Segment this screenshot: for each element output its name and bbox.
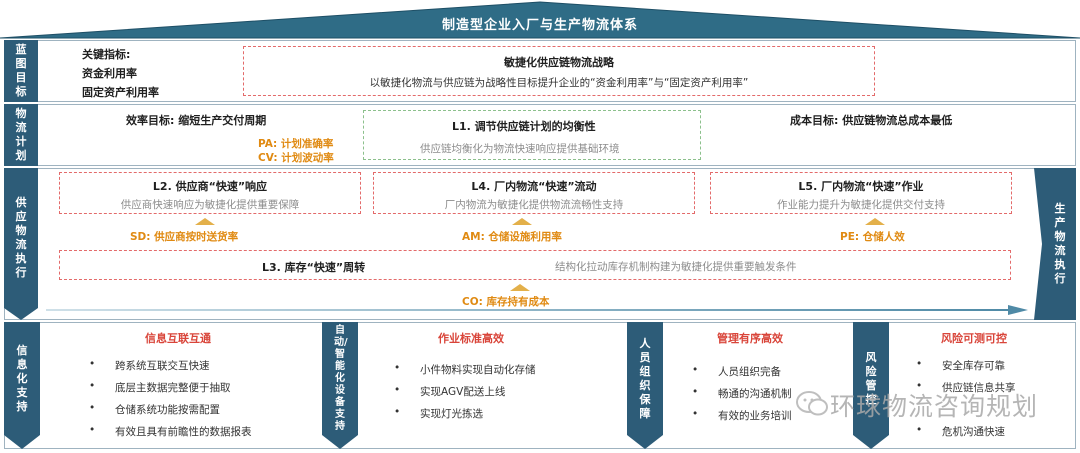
strategy-desc: 以敏捷化物流与供应链为战略性目标提升企业的“资金利用率”与“固定资产利用率” — [369, 77, 749, 89]
l4-title: L4. 厂内物流“快速”流动 — [471, 180, 597, 193]
l5-title: L5. 厂内物流“快速”作业 — [798, 180, 924, 193]
risk-item-1: 安全库存可靠 — [916, 358, 1005, 373]
risk-item-2: 供应链信息共享 — [916, 380, 1015, 395]
sd-metric: SD: 供应商按时送货率 — [130, 231, 239, 243]
l4-box — [373, 172, 695, 214]
tag-people-support: 人员组织保障 — [639, 336, 651, 420]
tag-info-support: 信息化支持 — [16, 343, 28, 413]
sd-arrow-icon — [195, 218, 215, 225]
pe-arrow-icon — [865, 218, 885, 225]
mgmt-item-3: 有效的业务培训 — [692, 408, 791, 423]
pa-metric: PA: 计划准确率 — [258, 138, 334, 150]
l4-desc: 厂内物流为敏捷化提供物流流畅性支持 — [444, 199, 624, 211]
kpi-item-2: 固定资产利用率 — [82, 86, 159, 99]
tag-risk-shape — [853, 322, 889, 449]
info-item-3: 仓储系统功能按需配置 — [89, 402, 220, 417]
l1-desc: 供应链均衡化为物流快速响应提供基础环境 — [420, 143, 620, 155]
co-arrow-icon — [510, 284, 530, 291]
l3-box — [59, 250, 1011, 280]
std-title: 作业标准高效 — [438, 332, 504, 345]
wechat-logo-icon — [796, 391, 828, 416]
l5-box — [710, 172, 1012, 214]
tag-people-shape — [627, 322, 663, 449]
kpi-title: 关键指标: — [82, 48, 131, 61]
am-arrow-icon — [512, 218, 532, 225]
cost-goal: 成本目标: 供应链物流总成本最低 — [790, 114, 953, 127]
mgmt-title: 管理有序高效 — [717, 332, 783, 345]
strategy-box — [243, 46, 875, 96]
efficiency-goal: 效率目标: 缩短生产交付周期 — [126, 114, 267, 127]
cv-metric: CV: 计划波动率 — [258, 152, 334, 164]
mgmt-item-2: 畅通的沟通机制 — [692, 386, 791, 401]
risk-item-3: 危机沟通快速 — [916, 424, 1005, 439]
l2-title: L2. 供应商“快速”响应 — [152, 180, 268, 193]
std-item-2: 实现AGV配送上线 — [394, 384, 505, 399]
kpi-item-1: 资金利用率 — [82, 67, 137, 80]
watermark-text: 环球物流咨询规划 — [830, 392, 1039, 421]
l2-desc: 供应商快速响应为敏捷化提供重要保障 — [120, 199, 300, 211]
tag-auto-support: 自动/智能化设备支持 — [334, 324, 348, 432]
tag-production-shape — [1034, 168, 1076, 320]
std-item-1: 小件物料实现自动化存储 — [394, 362, 535, 377]
info-item-1: 跨系统互联交互快速 — [89, 358, 209, 373]
tag-production-exec: 生产物流执行 — [1054, 202, 1066, 285]
info-item-2: 底层主数据完整便于抽取 — [89, 380, 230, 395]
pe-metric: PE: 仓储人效 — [840, 231, 905, 243]
tag-risk-control: 风险管控 — [865, 350, 877, 406]
mgmt-item-1: 人员组织完备 — [692, 364, 781, 379]
tag-plan: 物流计划 — [4, 104, 38, 166]
page-title: 制造型企业入厂与生产物流体系 — [441, 18, 638, 33]
l3-desc: 结构化拉动库存机制构建为敏捷化提供重要触发条件 — [555, 261, 797, 273]
l5-desc: 作业能力提升为敏捷化提供交付支持 — [777, 199, 945, 211]
l1-title: L1. 调节供应链计划的均衡性 — [452, 120, 596, 133]
info-title: 信息互联互通 — [145, 332, 211, 345]
l3-title: L3. 库存“快速”周转 — [262, 261, 366, 274]
tag-blueprint: 蓝图目标 — [4, 40, 38, 102]
am-metric: AM: 仓储设施利用率 — [462, 231, 562, 243]
l2-box — [59, 172, 361, 214]
info-item-4: 有效且具有前瞻性的数据报表 — [89, 424, 251, 439]
l1-box — [363, 110, 701, 160]
tag-supply-exec: 供应物流执行 — [15, 196, 27, 279]
flow-arrow-icon — [46, 305, 1028, 315]
tag-auto-shape — [322, 322, 358, 449]
tag-info-shape — [4, 322, 40, 449]
strategy-title: 敏捷化供应链物流战略 — [504, 56, 614, 69]
std-item-3: 实现灯光拣选 — [394, 406, 483, 421]
tag-supply-shape — [4, 168, 38, 320]
roof-banner — [0, 1, 1080, 39]
risk-title: 风险可测可控 — [941, 332, 1007, 345]
co-metric: CO: 库存持有成本 — [462, 296, 550, 308]
